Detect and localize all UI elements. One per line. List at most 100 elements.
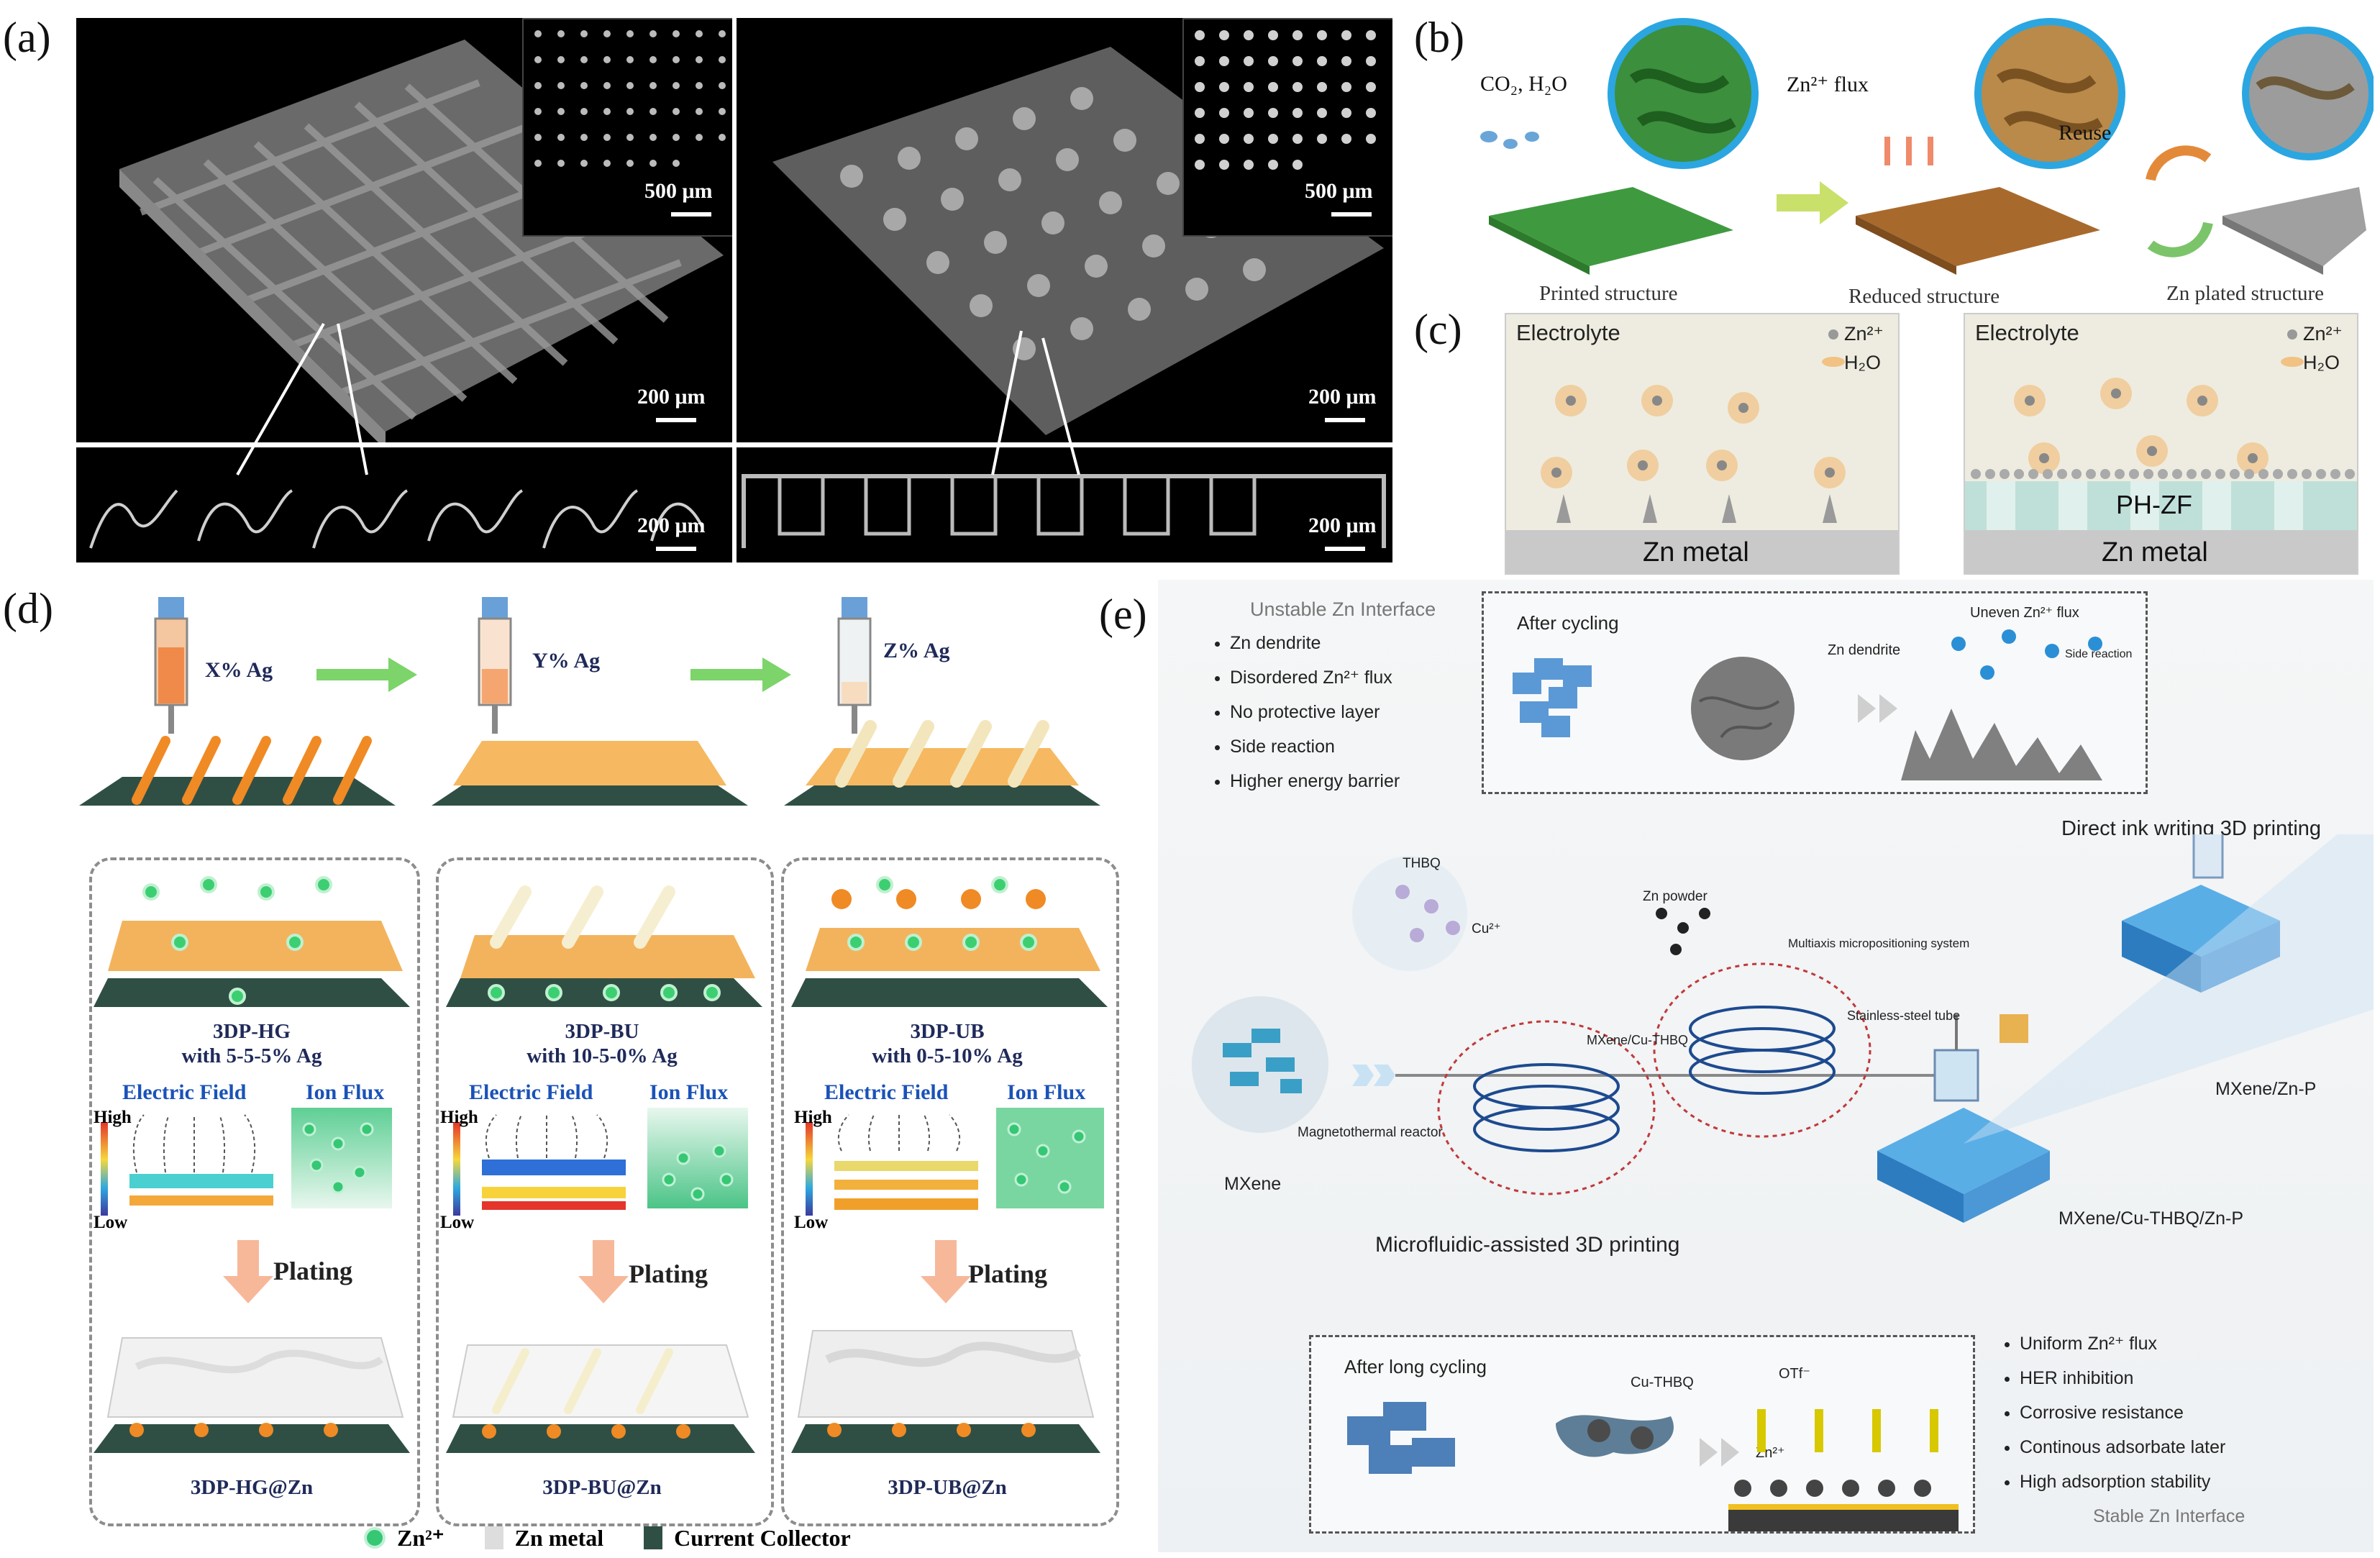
uneven-flux-label: Uneven Zn²⁺ flux xyxy=(1970,605,2079,621)
plating-arrows xyxy=(223,1240,971,1303)
co2-h2o-label: CO₂, H₂O xyxy=(1480,72,1567,96)
stable-item: Corrosive resistance xyxy=(2020,1395,2225,1430)
panel-label-b: (b) xyxy=(1414,14,1464,61)
inset-right: 500 μm xyxy=(1182,18,1392,237)
high-label-hg: High xyxy=(94,1108,132,1127)
doped-structures xyxy=(94,876,1108,1007)
panel-label-e: (e) xyxy=(1099,591,1147,638)
scale-label-left: 200 μm xyxy=(637,385,706,409)
stable-item: High adsorption stability xyxy=(2020,1464,2225,1499)
electrolyte-label-right: Electrolyte xyxy=(1975,320,2079,345)
hg-zn-label: 3DP-HG@Zn xyxy=(190,1476,314,1499)
otf-label: OTf⁻ xyxy=(1779,1366,1810,1382)
thbq-label: THBQ xyxy=(1403,856,1441,871)
electrolyte-label-left: Electrolyte xyxy=(1516,320,1620,345)
unstable-label: Unstable Zn Interface xyxy=(1250,598,1436,620)
mxene-label: MXene xyxy=(1224,1174,1282,1194)
microfluidic-label: Microfluidic-assisted 3D printing xyxy=(1375,1233,1680,1257)
unstable-item: Higher energy barrier xyxy=(1230,764,1400,798)
stable-item: Uniform Zn²⁺ flux xyxy=(2020,1326,2225,1361)
inset-scale-label-right: 500 μm xyxy=(1305,179,1373,203)
reduced-structure-label: Reduced structure xyxy=(1848,285,2000,308)
ub-zn-label: 3DP-UB@Zn xyxy=(888,1476,1007,1499)
collector-swatch xyxy=(644,1526,663,1549)
ion-flux-ub: Ion Flux xyxy=(1007,1080,1086,1104)
printing-steps xyxy=(79,597,1100,806)
panel-label-d: (d) xyxy=(3,585,53,632)
side-reaction-label: Side reaction xyxy=(2065,648,2133,660)
syringe-z xyxy=(837,597,872,734)
water-legend-right: H₂O xyxy=(2303,352,2340,373)
scale-bar-right xyxy=(1325,418,1365,422)
zn-metal-label-right: Zn metal xyxy=(2102,537,2208,568)
syringe-x xyxy=(154,597,188,734)
unstable-item: Side reaction xyxy=(1230,729,1400,764)
zn-powder-label: Zn powder xyxy=(1643,889,1708,904)
cross-section-right: 200 μm xyxy=(737,447,1392,562)
stable-label: Stable Zn Interface xyxy=(2093,1506,2246,1526)
legend-zn-ion: Zn²⁺ xyxy=(397,1525,444,1551)
zn-metal-swatch xyxy=(484,1526,503,1549)
zn-flux-label: Zn²⁺ flux xyxy=(1787,73,1869,96)
unstable-item: Zn dendrite xyxy=(1230,626,1400,660)
zn-dendrite-label: Zn dendrite xyxy=(1828,642,1901,658)
hg-ag: with 5-5-5% Ag xyxy=(181,1044,322,1067)
zn-metal-label-left: Zn metal xyxy=(1643,537,1749,568)
multiaxis-label: Multiaxis micropositioning system xyxy=(1788,937,1970,950)
steel-tube-label: Stainless-steel tube xyxy=(1847,1008,1961,1023)
inset-scale-bar-right xyxy=(1331,212,1372,217)
plating-label-hg: Plating xyxy=(273,1257,353,1285)
cross-scale-bar-right xyxy=(1325,547,1365,551)
plating-label-ub: Plating xyxy=(968,1259,1048,1288)
field-diagrams xyxy=(101,1108,1104,1216)
zn-ion-legend-right: Zn²⁺ xyxy=(2303,323,2343,345)
unstable-item: Disordered Zn²⁺ flux xyxy=(1230,660,1400,695)
cross-scale-bar-left xyxy=(656,547,696,551)
plated-results xyxy=(94,1330,1100,1453)
bu-box xyxy=(436,857,774,1526)
stable-item: HER inhibition xyxy=(2020,1361,2225,1395)
cu-label: Cu²⁺ xyxy=(1472,921,1501,937)
cross-scale-label-left: 200 μm xyxy=(637,514,706,537)
zn-metal-bar-left: Zn metal xyxy=(1506,530,1898,573)
panel-b-scheme xyxy=(1480,18,2374,275)
x-ag-label: X% Ag xyxy=(205,658,273,682)
legend-d: Zn²⁺ Zn metal Current Collector xyxy=(364,1523,851,1552)
printed-structure-label: Printed structure xyxy=(1539,282,1678,305)
high-label-bu: High xyxy=(440,1108,478,1127)
after-long-label: After long cycling xyxy=(1344,1356,1487,1377)
bu-zn-label: 3DP-BU@Zn xyxy=(542,1476,662,1499)
sem-image-right: 500 μm 200 μm xyxy=(737,18,1392,442)
ion-flux-hg: Ion Flux xyxy=(306,1080,385,1104)
sem-image-left: 500 μm 200 μm xyxy=(76,18,732,442)
legend-zn-metal: Zn metal xyxy=(514,1524,604,1551)
electric-field-hg: Electric Field xyxy=(122,1080,247,1104)
mxene-zn-lattice xyxy=(2122,885,2280,993)
after-long-cycling-box: After long cycling Cu-THBQ OTf⁻ Zn²⁺ xyxy=(1309,1335,1975,1534)
cross-scale-label-right: 200 μm xyxy=(1308,514,1377,537)
electrolyte-box-left: Electrolyte Zn²⁺ H₂O Zn metal xyxy=(1505,313,1900,575)
scale-label-right: 200 μm xyxy=(1308,385,1377,409)
ion-flux-bu: Ion Flux xyxy=(649,1080,729,1104)
bu-ag: with 10-5-0% Ag xyxy=(526,1044,678,1067)
inset-scale-label-left: 500 μm xyxy=(644,179,713,203)
z-ag-label: Z% Ag xyxy=(883,639,950,662)
mxene-cu-thbq-small: MXene/Cu-THBQ xyxy=(1587,1033,1689,1047)
zn-ion-legend-left: Zn²⁺ xyxy=(1844,323,1884,345)
panel-label-a: (a) xyxy=(3,14,51,61)
after-cycling-box: After cycling Zn dendrite Uneven Zn²⁺ fl… xyxy=(1482,591,2148,794)
legend-collector: Current Collector xyxy=(674,1524,851,1551)
panel-a-arrows xyxy=(236,323,1080,475)
scale-bar-left xyxy=(656,418,696,422)
electrolyte-box-right: Electrolyte Zn²⁺ H₂O PH-ZF Zn metal xyxy=(1964,313,2358,575)
low-label-ub: Low xyxy=(794,1213,829,1232)
phzf-label: PH-ZF xyxy=(2116,490,2192,519)
ub-box xyxy=(781,857,1119,1526)
ub-title: 3DP-UB xyxy=(910,1020,985,1043)
panel-e-process xyxy=(1192,834,2374,1223)
mxene-zn-p-label: MXene/Zn-P xyxy=(2215,1079,2317,1099)
mxene-cu-zn-p-label: MXene/Cu-THBQ/Zn-P xyxy=(2058,1208,2244,1229)
stable-item: Continous adsorbate later xyxy=(2020,1430,2225,1464)
low-label-hg: Low xyxy=(94,1213,128,1232)
stable-list: Uniform Zn²⁺ flux HER inhibition Corrosi… xyxy=(1998,1326,2225,1499)
